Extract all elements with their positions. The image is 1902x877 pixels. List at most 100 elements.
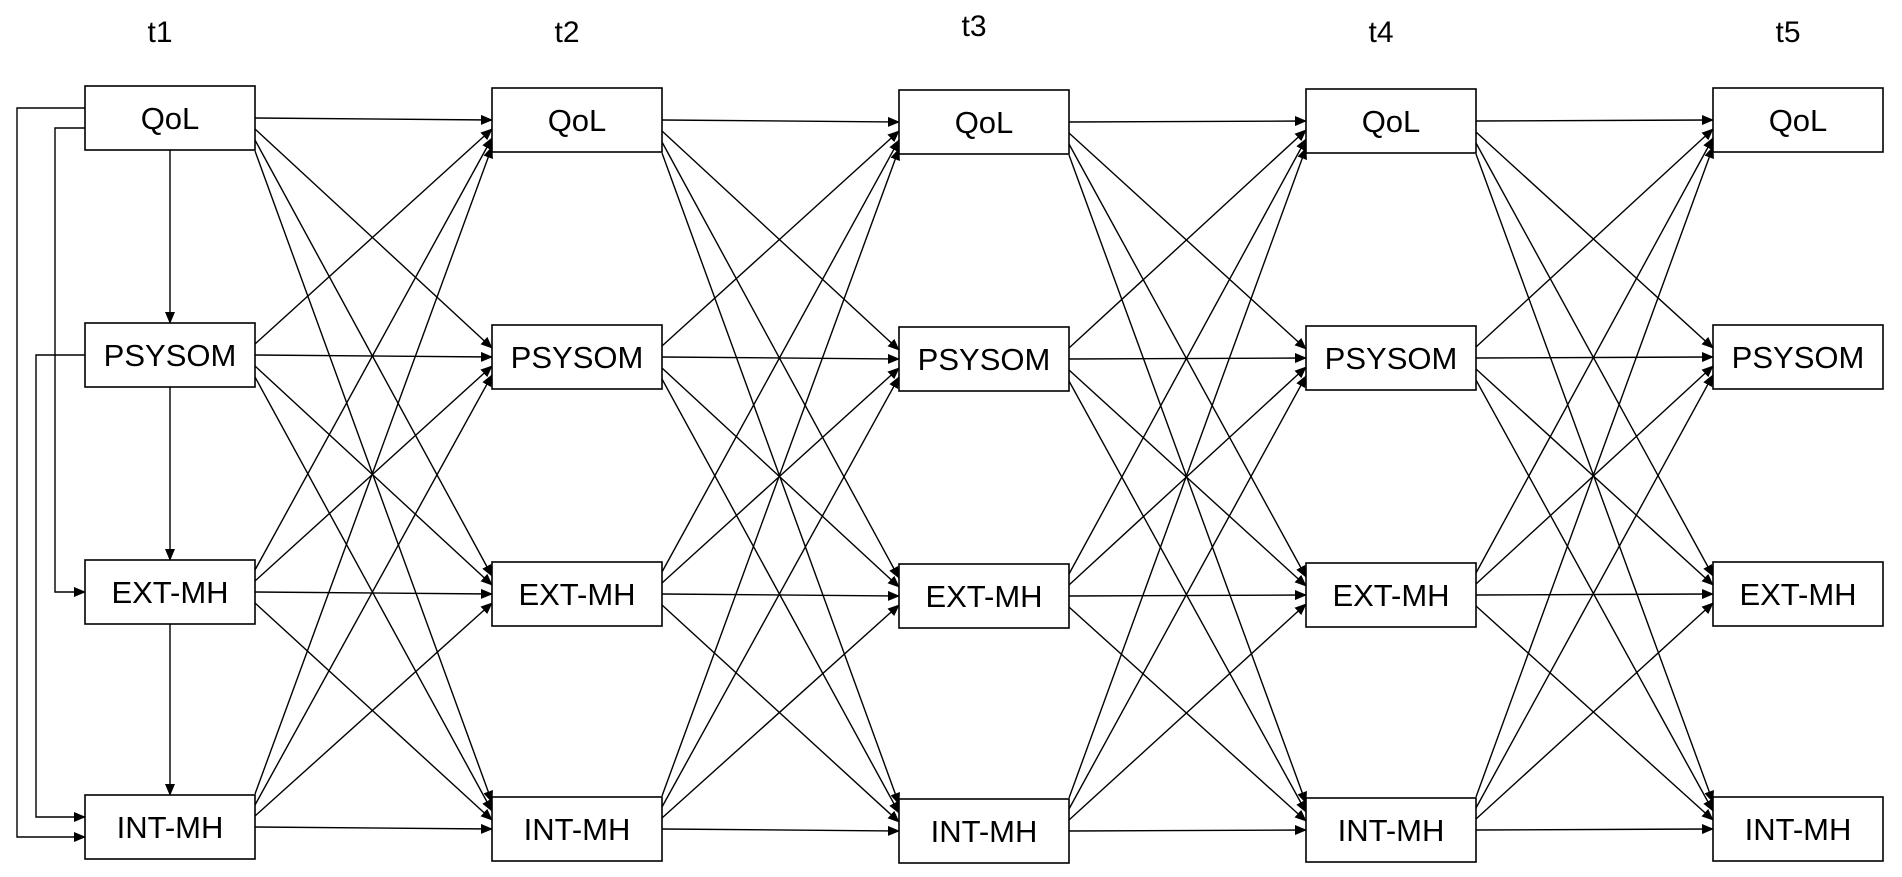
path-qol-t2-to-psysom-t3 xyxy=(661,130,900,351)
node-label: QoL xyxy=(1362,104,1421,139)
path-int-mh-t4-to-qol-t5 xyxy=(1475,146,1714,798)
path-psysom-t2-to-psysom-t3 xyxy=(661,353,900,364)
node-psysom-t5: PSYSOM xyxy=(1712,324,1884,390)
path-ext-mh-t4-to-psysom-t5 xyxy=(1475,365,1714,585)
path-int-mh-t3-to-qol-t4 xyxy=(1068,147,1307,799)
node-int-mh-t2: INT-MH xyxy=(491,796,663,862)
node-int-mh-t5: INT-MH xyxy=(1712,796,1884,862)
node-box xyxy=(898,563,1070,629)
node-box xyxy=(1305,797,1477,863)
node-label: QoL xyxy=(955,105,1014,140)
node-int-mh-t3: INT-MH xyxy=(898,798,1070,864)
node-label: EXT-MH xyxy=(925,579,1042,614)
path-psysom-t4-to-psysom-t5 xyxy=(1475,352,1714,363)
time-label-t4: t4 xyxy=(1368,16,1393,49)
node-psysom-t1: PSYSOM xyxy=(84,322,256,388)
path-int-mh-t2-to-psysom-t3 xyxy=(661,376,900,808)
node-label: INT-MH xyxy=(1745,812,1852,847)
path-psysom-t3-to-int-mh-t4 xyxy=(1068,380,1307,813)
path-psysom-t1-to-int-mh-t2 xyxy=(254,376,493,812)
path-psysom-t1-to-qol-t2 xyxy=(254,128,493,345)
path-qol-t3-to-psysom-t4 xyxy=(1068,132,1307,350)
time-label-t1: t1 xyxy=(147,16,172,49)
path-int-mh-t4-to-ext-mh-t5 xyxy=(1475,602,1714,820)
path-ext-mh-t3-to-qol-t4 xyxy=(1068,138,1307,575)
path-psysom-t2-to-qol-t3 xyxy=(661,130,900,347)
path-qol-t2-to-ext-mh-t3 xyxy=(661,141,900,579)
path-qol-t1-to-int-mh-t2 xyxy=(254,150,493,803)
path-psysom-t4-to-qol-t5 xyxy=(1475,128,1714,348)
node-label: INT-MH xyxy=(117,810,224,845)
path-qol-t2-to-qol-t3 xyxy=(661,116,900,127)
node-label: PSYSOM xyxy=(1325,341,1458,376)
nodes-layer: QoL PSYSOM EXT-MH INT-MH QoL PSYSOM EXT-MH INT-… xyxy=(84,85,1884,864)
node-box xyxy=(84,794,256,860)
path-qol-t3-to-int-mh-t4 xyxy=(1068,154,1307,804)
path-int-mh-t1-to-ext-mh-t2 xyxy=(254,602,493,817)
node-qol-t1: QoL xyxy=(84,85,256,151)
path-int-mh-t3-to-ext-mh-t4 xyxy=(1068,603,1307,821)
path-ext-mh-t2-to-ext-mh-t3 xyxy=(661,590,900,601)
path-ext-mh-t1-to-ext-mh-t2 xyxy=(254,588,493,599)
path-qol-t2-to-int-mh-t3 xyxy=(661,152,900,805)
time-label-t3: t3 xyxy=(961,10,986,43)
correlation-qol-int-mh-t1 xyxy=(16,103,96,842)
node-psysom-t3: PSYSOM xyxy=(898,326,1070,392)
path-qol-t4-to-ext-mh-t5 xyxy=(1475,142,1714,577)
node-ext-mh-t4: EXT-MH xyxy=(1305,562,1477,628)
node-box xyxy=(491,87,663,153)
path-qol-t3-to-ext-mh-t4 xyxy=(1068,143,1307,578)
path-ext-mh-t1-to-int-mh-t2 xyxy=(254,602,493,821)
path-qol-t4-to-psysom-t5 xyxy=(1475,131,1714,349)
node-label: INT-MH xyxy=(524,812,631,847)
path-ext-mh-t4-to-ext-mh-t5 xyxy=(1475,589,1714,600)
path-ext-mh-t3-to-int-mh-t4 xyxy=(1068,606,1307,822)
node-box xyxy=(1305,325,1477,391)
path-psysom-t2-to-int-mh-t3 xyxy=(661,378,900,814)
node-box xyxy=(84,322,256,388)
node-int-mh-t4: INT-MH xyxy=(1305,797,1477,863)
time-label-t5: t5 xyxy=(1775,16,1800,49)
path-qol-t4-to-qol-t5 xyxy=(1475,115,1714,126)
node-label: PSYSOM xyxy=(104,338,237,373)
path-ext-mh-t2-to-int-mh-t3 xyxy=(661,604,900,823)
node-label: EXT-MH xyxy=(111,575,228,610)
path-psysom-t3-to-ext-mh-t4 xyxy=(1068,369,1307,587)
node-box xyxy=(898,798,1070,864)
path-ext-mh-t3-to-psysom-t4 xyxy=(1068,366,1307,586)
node-box xyxy=(1305,88,1477,154)
path-int-mh-t1-to-qol-t2 xyxy=(254,146,493,795)
node-qol-t3: QoL xyxy=(898,89,1070,155)
path-int-mh-t3-to-int-mh-t4 xyxy=(1068,825,1307,836)
path-psysom-t4-to-ext-mh-t5 xyxy=(1475,368,1714,586)
path-int-mh-t1-to-psysom-t2 xyxy=(254,374,493,806)
path-psysom-t3-to-qol-t4 xyxy=(1068,129,1307,349)
node-label: EXT-MH xyxy=(1332,578,1449,613)
node-box xyxy=(491,561,663,627)
node-label: INT-MH xyxy=(1338,813,1445,848)
node-box xyxy=(84,85,256,151)
path-int-mh-t2-to-int-mh-t3 xyxy=(661,825,900,836)
node-qol-t4: QoL xyxy=(1305,88,1477,154)
path-ext-mh-t2-to-psysom-t3 xyxy=(661,367,900,584)
path-int-mh-t4-to-psysom-t5 xyxy=(1475,374,1714,809)
node-label: PSYSOM xyxy=(918,342,1051,377)
node-box xyxy=(1712,561,1884,627)
node-label: PSYSOM xyxy=(1732,340,1865,375)
path-psysom-t3-to-psysom-t4 xyxy=(1068,353,1307,364)
path-int-mh-t4-to-int-mh-t5 xyxy=(1475,824,1714,835)
path-qol-t1-to-ext-mh-t2 xyxy=(254,139,493,577)
path-qol-t3-to-qol-t4 xyxy=(1068,116,1307,127)
edges-layer xyxy=(16,103,1714,842)
path-psysom-t4-to-int-mh-t5 xyxy=(1475,379,1714,812)
path-ext-mh-t1-to-psysom-t2 xyxy=(254,365,493,582)
path-psysom-t1-to-psysom-t2 xyxy=(254,351,493,362)
path-qol-t1-to-psysom-t2 xyxy=(254,128,493,349)
node-label: PSYSOM xyxy=(511,340,644,375)
path-ext-mh-t4-to-qol-t5 xyxy=(1475,137,1714,574)
path-psysom-t1-to-ext-mh-t2 xyxy=(254,365,493,586)
node-box xyxy=(1712,324,1884,390)
node-box xyxy=(84,559,256,625)
